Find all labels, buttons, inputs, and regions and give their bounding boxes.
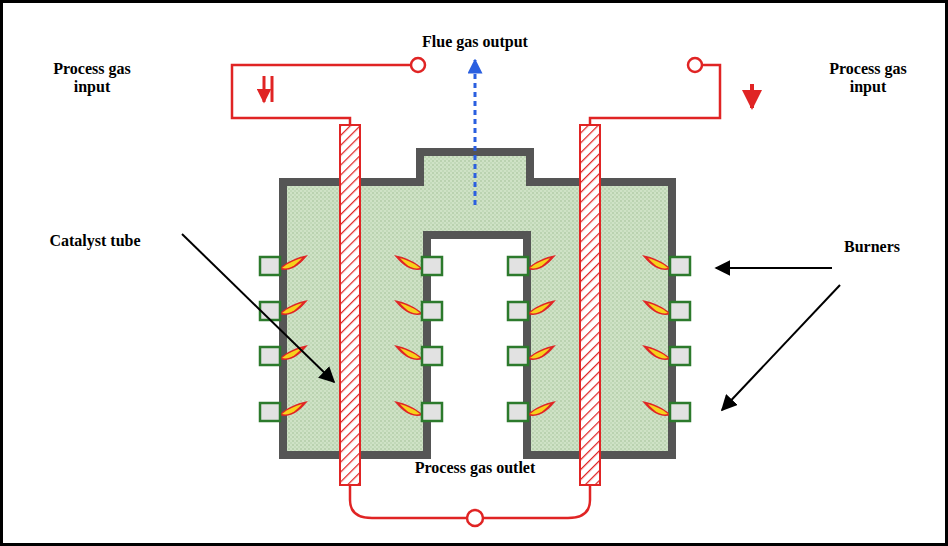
burner-symbol: [394, 401, 442, 421]
burner-symbol: [642, 300, 690, 320]
leader-arrow: [182, 234, 334, 382]
burner-symbol: [642, 255, 690, 275]
leader-arrow: [716, 267, 832, 269]
outlet-pipe: [483, 485, 590, 518]
part-label: Process gas input: [37, 60, 147, 97]
catalyst-tube: [340, 125, 360, 485]
burner-symbol: [394, 255, 442, 275]
part-label: Catalyst tube: [49, 232, 140, 250]
inlet-connector: [411, 58, 425, 72]
burner-symbol: [394, 300, 442, 320]
part-label: Flue gas output: [422, 33, 528, 51]
catalyst-tube: [580, 125, 600, 485]
flow-arrow: [271, 76, 274, 102]
inlet-pipe: [590, 65, 720, 125]
leader-arrow: [722, 285, 840, 410]
part-label: Process gas input: [813, 60, 923, 97]
flow-arrow: [750, 84, 754, 108]
burner-symbol: [260, 255, 308, 275]
burner-symbol: [260, 401, 308, 421]
inlet-connector: [688, 58, 702, 72]
burner-symbol: [260, 345, 308, 365]
flue-gas-arrow: [474, 60, 477, 205]
burner-symbol: [508, 401, 556, 421]
burner-symbol: [508, 345, 556, 365]
part-label: Burners: [844, 238, 900, 256]
part-label: Process gas outlet: [412, 459, 539, 477]
burner-symbol: [394, 345, 442, 365]
outlet-pipe: [350, 485, 467, 518]
burner-symbol: [508, 300, 556, 320]
burner-symbol: [508, 255, 556, 275]
flow-arrow: [263, 76, 266, 102]
burner-symbol: [642, 345, 690, 365]
outlet-connector: [467, 510, 483, 526]
burner-symbol: [642, 401, 690, 421]
inlet-pipe: [232, 65, 411, 125]
